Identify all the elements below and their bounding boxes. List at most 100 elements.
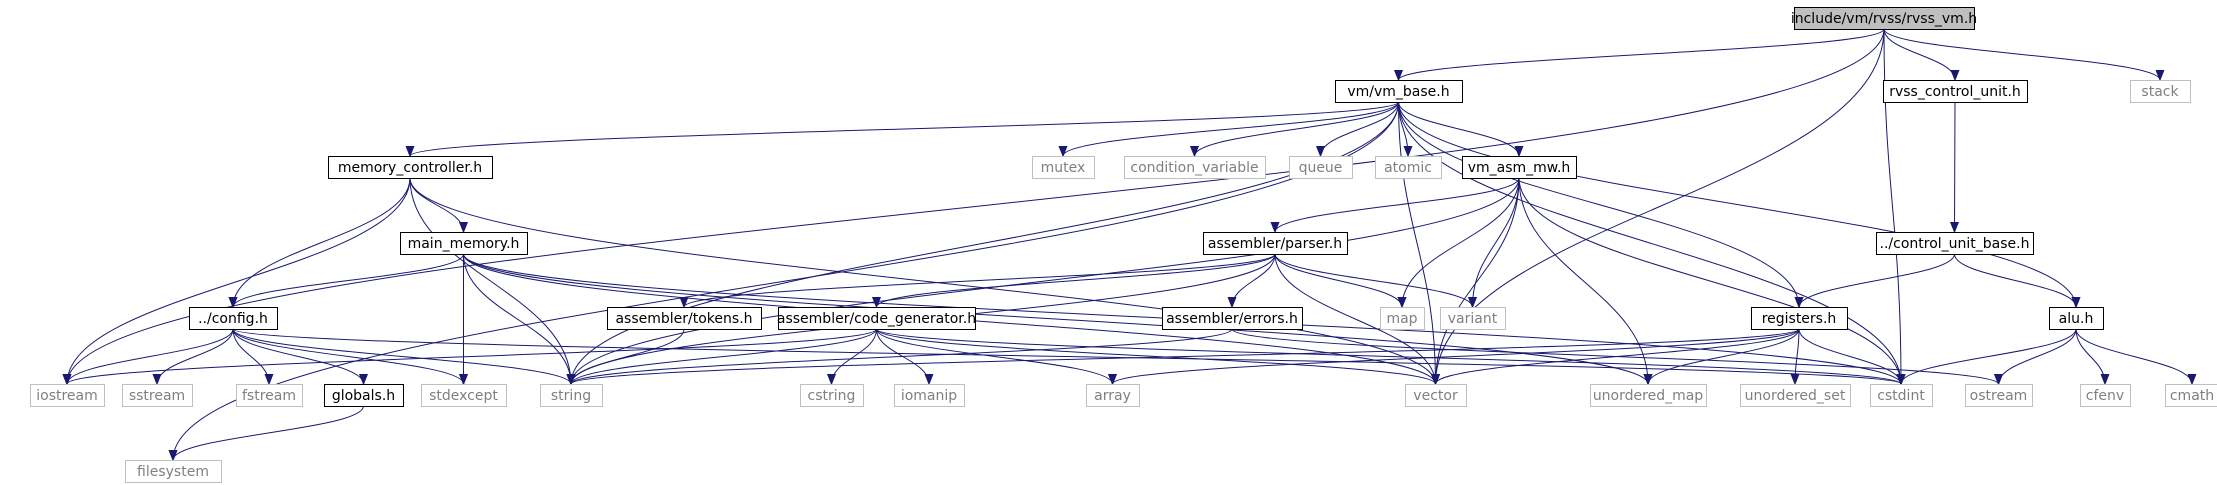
edge-registers-to-vector: [1436, 328, 1800, 385]
node-cfenv: cfenv: [2080, 384, 2131, 407]
node-label: registers.h: [1762, 311, 1837, 327]
node-label: fstream: [242, 388, 296, 404]
node-string: string: [540, 384, 603, 407]
node-box: [1440, 307, 1506, 330]
node-box: [1590, 384, 1707, 407]
node-main_mem[interactable]: main_memory.h: [400, 232, 528, 255]
edge-vm_base-to-alu: [1398, 101, 2077, 307]
node-label: assembler/errors.h: [1166, 311, 1298, 327]
edge-vm_base-to-string: [571, 101, 1399, 384]
node-fstream: fstream: [236, 384, 303, 407]
node-label: variant: [1448, 311, 1498, 327]
node-box: [189, 307, 278, 330]
edge-codegen-to-iostream: [67, 328, 877, 385]
node-alu[interactable]: alu.h: [2049, 307, 2104, 330]
edge-registers-to-umap: [1648, 328, 1800, 385]
node-box: [607, 307, 762, 330]
edge-parser-to-errors: [1232, 253, 1276, 308]
edge-alu-to-ostream: [1999, 328, 2077, 385]
edge-codegen-to-cstring: [832, 328, 877, 385]
edge-main_mem-to-umap: [463, 253, 1649, 384]
node-stdexcept: stdexcept: [421, 384, 507, 407]
edge-parser-to-map: [1274, 253, 1402, 308]
edge-cu_base-to-alu: [1954, 253, 2077, 308]
node-label: alu.h: [2059, 311, 2094, 327]
node-box: [328, 156, 493, 179]
node-cstring: cstring: [800, 384, 864, 407]
node-label: vector: [1413, 388, 1458, 404]
node-box: [540, 384, 603, 407]
node-vector: vector: [1405, 384, 1467, 407]
edge-memctrl-to-config: [233, 177, 411, 307]
node-box: [400, 232, 528, 255]
edge-registers-to-string: [571, 328, 1800, 385]
node-box: [122, 384, 193, 407]
edge-vm_base-to-vm_asm: [1398, 101, 1520, 157]
node-registers[interactable]: registers.h: [1751, 307, 1848, 330]
edge-vm_asm-to-variant: [1473, 177, 1520, 307]
node-parser[interactable]: assembler/parser.h: [1203, 232, 1348, 255]
node-label: ostream: [1970, 388, 2028, 404]
node-box: [1751, 307, 1848, 330]
node-vm_asm[interactable]: vm_asm_mw.h: [1462, 156, 1577, 179]
edge-vm_base-to-mutex: [1063, 101, 1399, 157]
node-box: [2080, 384, 2131, 407]
edge-config-to-globals: [232, 328, 364, 385]
node-tokens[interactable]: assembler/tokens.h: [607, 307, 762, 330]
node-array: array: [1086, 384, 1140, 407]
node-box: [324, 384, 404, 407]
edge-root-to-rvss_cu: [1883, 28, 1955, 81]
node-memctrl[interactable]: memory_controller.h: [328, 156, 493, 179]
node-box: [894, 384, 965, 407]
nodes-layer: include/vm/rvss/rvss_vm.h vm/vm_base.h rvs…: [30, 7, 2217, 483]
node-codegen[interactable]: assembler/code_generator.h: [777, 307, 976, 330]
node-sstream: sstream: [122, 384, 193, 407]
node-label: map: [1386, 311, 1417, 327]
node-config[interactable]: ../config.h: [189, 307, 278, 330]
edge-codegen-to-vector: [876, 328, 1436, 385]
edge-registers-to-array: [1113, 328, 1800, 385]
node-label: cmath: [2170, 388, 2214, 404]
edge-root-to-iostream: [67, 28, 1885, 384]
node-label: ../config.h: [198, 311, 268, 327]
node-label: assembler/parser.h: [1208, 236, 1342, 252]
node-label: unordered_set: [1745, 388, 1846, 404]
node-label: vm_asm_mw.h: [1468, 160, 1571, 176]
edge-config-to-sstream: [157, 328, 234, 385]
node-box: [1335, 80, 1463, 103]
node-label: include/vm/rvss/rvss_vm.h: [1791, 11, 1977, 27]
node-box: [778, 307, 976, 330]
node-box: [1124, 156, 1266, 179]
edge-tokens-to-string: [571, 328, 685, 385]
node-box: [1876, 232, 2034, 255]
node-label: cstdint: [1877, 388, 1925, 404]
edge-config-to-fstream: [232, 328, 269, 384]
node-errors[interactable]: assembler/errors.h: [1162, 307, 1303, 330]
node-globals[interactable]: globals.h: [324, 384, 404, 407]
node-box: [800, 384, 864, 407]
node-label: cfenv: [2086, 388, 2124, 404]
edge-parser-to-variant: [1274, 253, 1473, 308]
node-filesystem: filesystem: [125, 460, 222, 483]
edge-main_mem-to-string: [463, 253, 572, 384]
node-box: [1380, 307, 1425, 330]
node-cu_base[interactable]: ../control_unit_base.h: [1876, 232, 2034, 255]
node-label: iomanip: [901, 388, 957, 404]
node-label: condition_variable: [1130, 160, 1258, 176]
edge-vm_base-to-condvar: [1195, 101, 1399, 157]
node-rvss_cu[interactable]: rvss_control_unit.h: [1883, 80, 2028, 103]
node-vm_base[interactable]: vm/vm_base.h: [1335, 80, 1463, 103]
edge-vm_base-to-registers: [1398, 101, 1800, 307]
node-box: [1203, 232, 1348, 255]
node-box: [1462, 156, 1577, 179]
edge-vm_asm-to-cstdint: [1518, 177, 1901, 384]
node-atomic: atomic: [1375, 156, 1442, 179]
node-box: [421, 384, 507, 407]
node-root[interactable]: include/vm/rvss/rvss_vm.h: [1791, 7, 1977, 30]
node-label: stdexcept: [429, 388, 498, 404]
edge-parser-to-tokens: [684, 253, 1276, 308]
node-map: map: [1380, 307, 1425, 330]
node-box: [2130, 80, 2191, 103]
node-box: [1289, 156, 1353, 179]
